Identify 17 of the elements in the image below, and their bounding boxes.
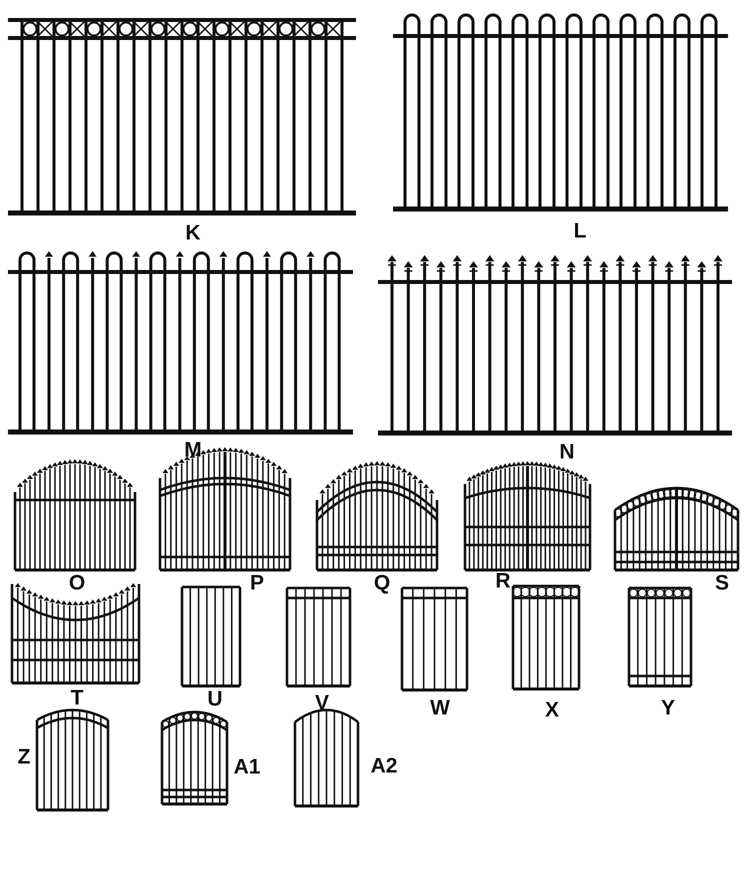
panel-letter: A2 — [370, 756, 398, 776]
panel-letter: L — [574, 220, 586, 242]
panel-letter: P — [250, 572, 264, 594]
panel-letter: N — [559, 442, 575, 462]
panel-letter: T — [70, 688, 84, 708]
panel-letter: V — [315, 692, 329, 714]
panel-letter: S — [715, 572, 729, 594]
panel-letter: Z — [18, 746, 30, 768]
panel-letter: R — [495, 570, 511, 592]
panel-letter: Q — [374, 572, 390, 594]
panel-letter: Y — [661, 698, 675, 718]
panel-letter: U — [207, 688, 223, 710]
panel-letter: O — [68, 572, 86, 594]
panel-letter: K — [185, 222, 201, 244]
panel-letter: W — [430, 698, 450, 718]
panel-letter: X — [545, 700, 559, 720]
panel-letter: A1 — [234, 756, 260, 778]
